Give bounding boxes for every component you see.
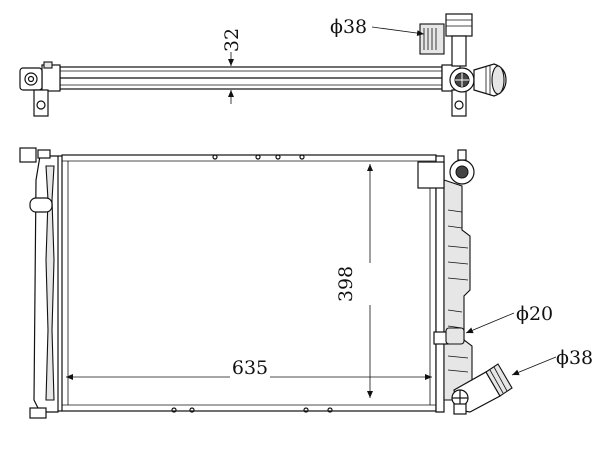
front-view: 398 635 ϕ20 ϕ38 <box>19 147 593 419</box>
dim-height-label: 398 <box>335 266 357 302</box>
dim-width-label: 635 <box>232 357 268 379</box>
top-view: 32 ϕ38 <box>19 13 507 117</box>
dim-top-thickness: 32 <box>221 28 243 104</box>
front-right-tank <box>417 149 513 415</box>
front-left-tank <box>19 147 62 419</box>
top-right-tank <box>419 13 507 117</box>
dim-side-port-label: ϕ20 <box>516 303 553 325</box>
dim-outlet: ϕ38 <box>511 347 593 376</box>
dim-top-inlet-label: ϕ38 <box>330 16 367 38</box>
dim-top-inlet: ϕ38 <box>330 16 425 38</box>
top-left-tank <box>19 61 61 117</box>
dim-width: 635 <box>66 357 432 380</box>
dim-outlet-label: ϕ38 <box>556 347 593 369</box>
dim-top-thickness-label: 32 <box>221 28 243 52</box>
dim-height: 398 <box>335 164 373 398</box>
front-core <box>61 154 437 412</box>
dim-side-port: ϕ20 <box>465 303 553 334</box>
